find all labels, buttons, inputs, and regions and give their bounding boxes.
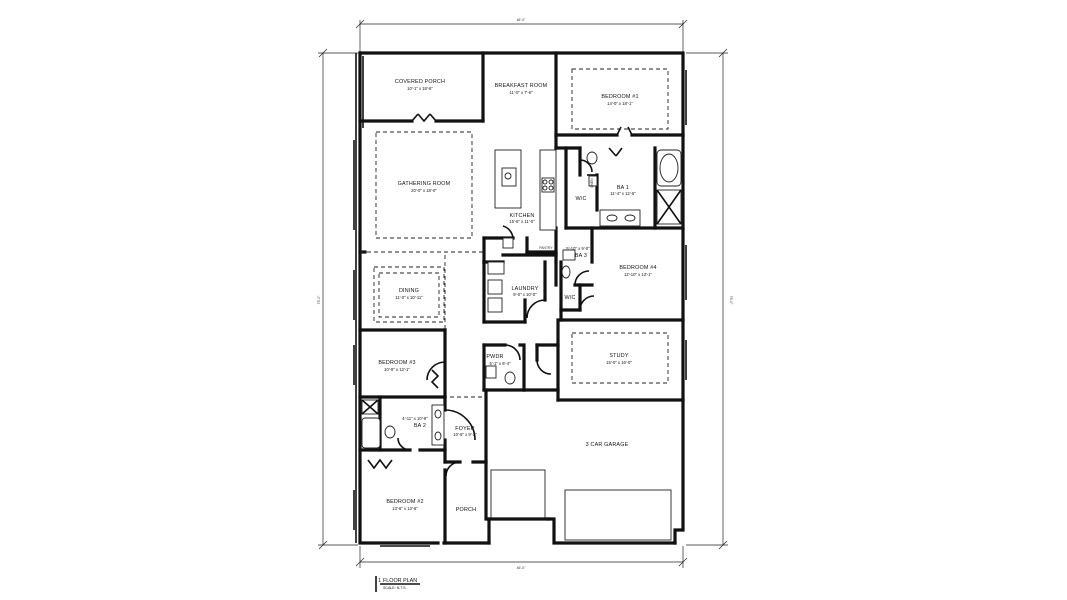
study-size: 15'-0" x 16'-0" [606, 360, 632, 365]
bedroom-4-size: 12'-10" x 13'-1" [624, 272, 653, 277]
breakfast-room-size: 11'-0" x 7'-6" [509, 90, 533, 95]
drawing-title: FLOOR PLAN [383, 578, 417, 584]
interior-walls [358, 51, 685, 545]
bedroom-1-size: 14'-0" x 18'-1" [607, 101, 633, 106]
ba2-label: BA 2 [414, 423, 426, 429]
kitchen-size: 15'-6" x 11'-0" [509, 219, 535, 224]
foyer-label: FOYER [455, 426, 475, 432]
left-dimension-label: 73'-0" [317, 295, 321, 304]
room-labels: COVERED PORCH 10'-1" x 18'-6" BREAKFAST … [378, 79, 656, 513]
bedroom-2-size: 13'-6" x 13'-6" [392, 506, 418, 511]
covered-porch-size: 10'-1" x 18'-6" [407, 86, 433, 91]
bedroom-3-label: BEDROOM #3 [378, 360, 415, 366]
kitchen-label: KITCHEN [509, 213, 534, 219]
title-block: 1 FLOOR PLAN SCALE: N.T.S. [375, 576, 420, 592]
lnen-label: LNEN [590, 178, 594, 188]
wic1-label: W/C [575, 196, 586, 202]
ba1-label: BA 1 [617, 185, 629, 191]
garage-door-single [490, 469, 546, 521]
drawing-number: 1 [378, 578, 381, 584]
toilet [586, 151, 598, 165]
ba3-size: 5'-10" x 9'-0" [566, 246, 590, 251]
bedroom-3-size: 10'-8" x 13'-1" [384, 367, 410, 372]
wic2-label: W/C [564, 295, 575, 301]
dimension-lines: 46'-0" 46'-0" 73'-0" 73'-0" [317, 18, 733, 570]
laundry-size: 9'-0" x 10'-0" [513, 292, 537, 297]
garage-label: 3 CAR GARAGE [586, 442, 629, 448]
gathering-room-size: 20'-0" x 18'-0" [411, 188, 437, 193]
top-dimension-label: 46'-0" [517, 18, 526, 22]
bath-fixtures [361, 149, 682, 449]
pwdr-size: 5'-1" x 6'-4" [489, 361, 511, 366]
bedroom-2-label: BEDROOM #2 [386, 499, 423, 505]
kitchen-fixtures [494, 149, 557, 249]
dining-size: 11'-0" x 10'-11" [395, 295, 423, 300]
covered-porch-label: COVERED PORCH [395, 79, 445, 85]
study-label: STUDY [609, 353, 628, 359]
dining-label: DINING [399, 288, 419, 294]
garage-doors [487, 469, 672, 541]
gathering-room-label: GATHERING ROOM [398, 181, 451, 187]
garage-door-double [564, 489, 672, 541]
breakfast-room-label: BREAKFAST ROOM [495, 83, 548, 89]
bedroom-4-label: BEDROOM #4 [619, 265, 656, 271]
ceiling-outlines [360, 68, 669, 398]
pantry-label: PANTRY [539, 246, 553, 250]
windows [353, 70, 687, 547]
right-dimension-label: 73'-0" [729, 296, 733, 305]
pwdr-label: PWDR [486, 354, 503, 360]
laundry-label: LAUNDRY [511, 286, 538, 292]
bedroom-1-label: BEDROOM #1 [601, 94, 638, 100]
ba3-label: BA 3 [575, 253, 587, 259]
door-swings [367, 113, 633, 477]
foyer-size: 10'-6" x 9'-2" [453, 432, 477, 437]
bottom-dimension-label: 46'-0" [517, 566, 526, 570]
drawing-scale: SCALE: N.T.S. [383, 586, 407, 590]
ba2-size: 4'-11" x 10'-9" [402, 416, 428, 421]
ba1-size: 11'-4" x 12'-5" [610, 191, 636, 196]
porch-label: PORCH [456, 507, 476, 513]
exterior-walls [355, 51, 685, 545]
